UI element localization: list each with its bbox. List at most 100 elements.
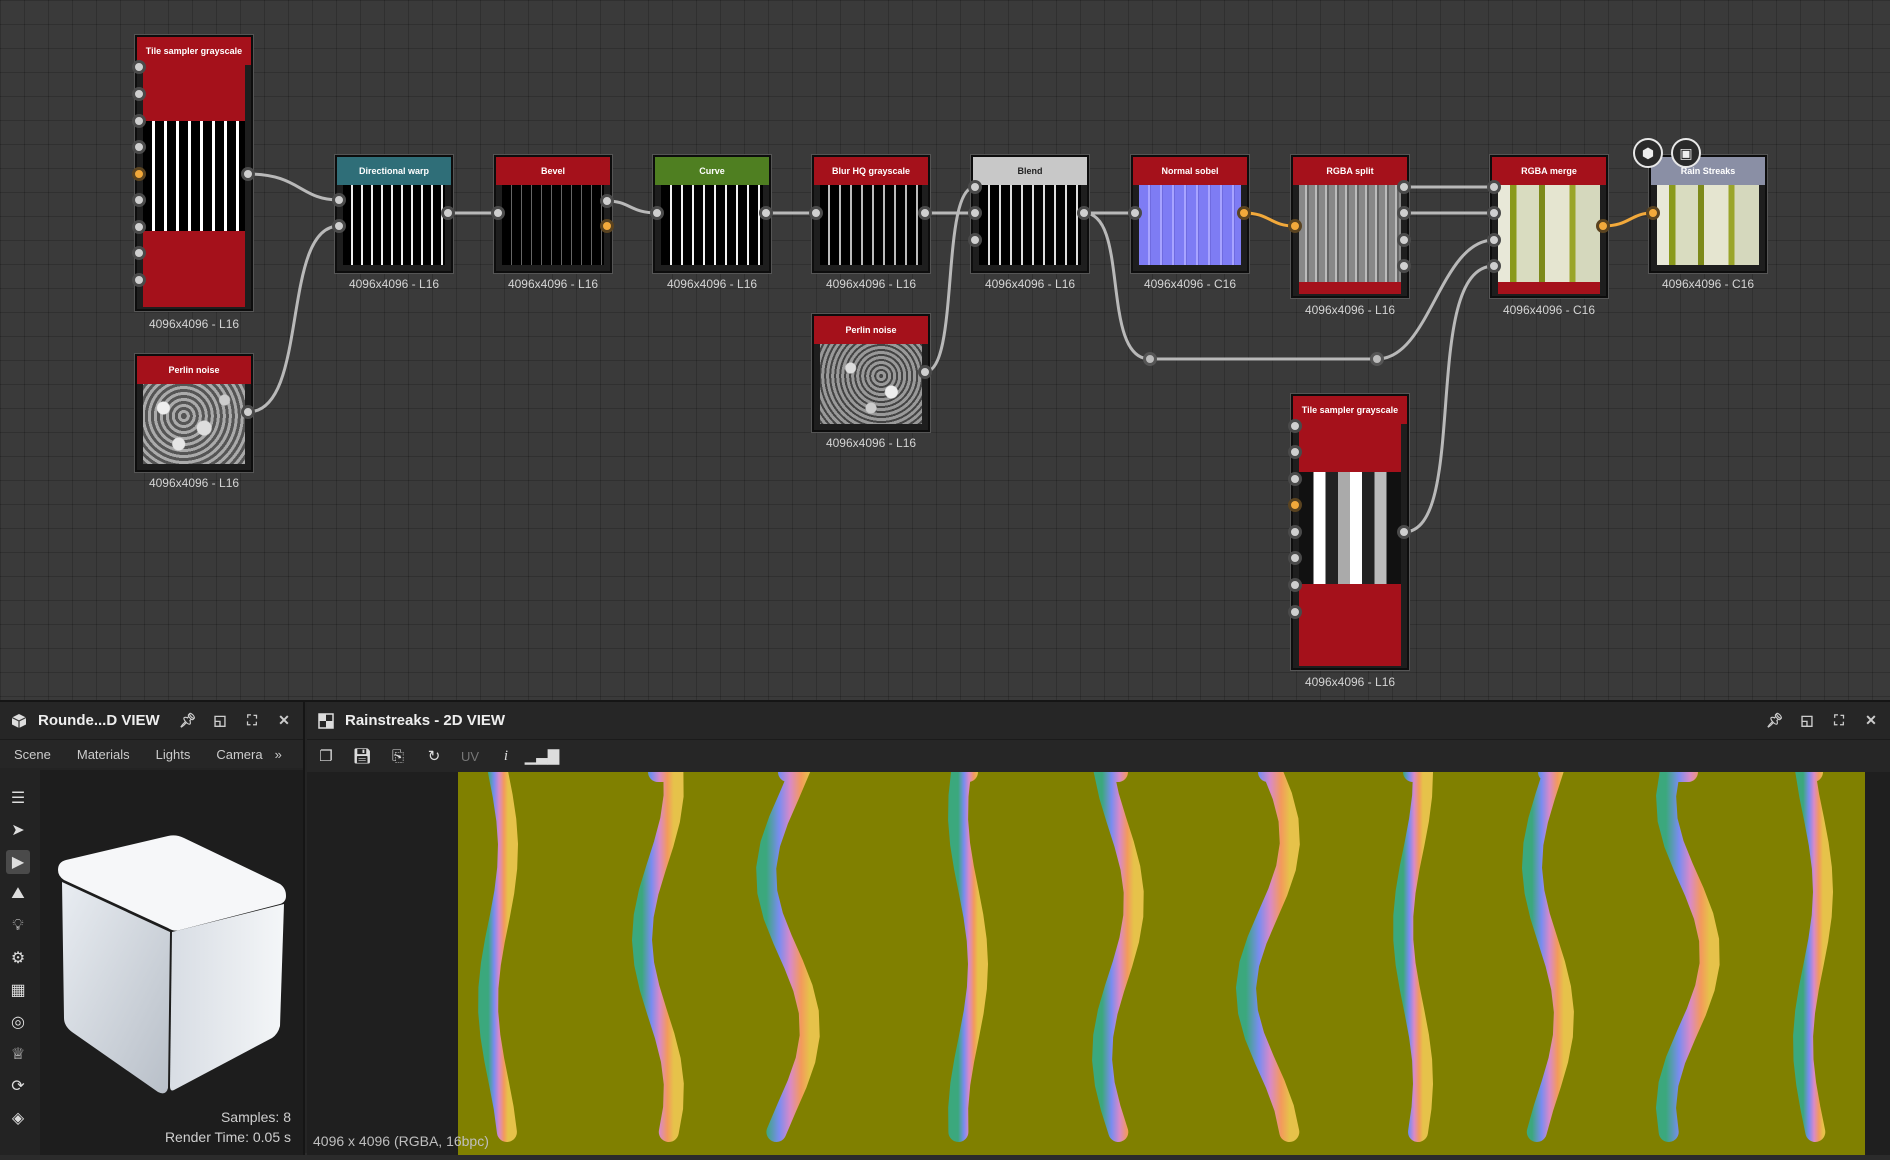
node-rgba-split[interactable]: RGBA split: [1291, 155, 1409, 298]
texture-icon[interactable]: ▦: [10, 982, 26, 999]
connector-port[interactable]: [132, 60, 146, 74]
connector-port[interactable]: [1288, 605, 1302, 619]
save-icon[interactable]: 💾︎: [352, 748, 372, 765]
connector-port[interactable]: [241, 405, 255, 419]
node-blur-hq-grayscale[interactable]: Blur HQ grayscale: [812, 155, 930, 273]
node-perlin-noise-1[interactable]: Perlin noise: [135, 354, 253, 472]
float-icon[interactable]: ◱: [213, 712, 227, 728]
connector-port[interactable]: [650, 206, 664, 220]
node-bevel[interactable]: Bevel: [494, 155, 612, 273]
connector-port[interactable]: [1128, 206, 1142, 220]
menu-scene[interactable]: Scene: [14, 746, 51, 762]
rain-streaks-texture: [458, 772, 1865, 1155]
menu-materials[interactable]: Materials: [76, 746, 130, 762]
pin-icon[interactable]: 📌︎: [1766, 712, 1784, 728]
float-icon[interactable]: ◱: [1800, 712, 1814, 728]
connector-port[interactable]: [1397, 525, 1411, 539]
environment-icon[interactable]: ⛰: [11, 885, 25, 902]
connector-port[interactable]: [132, 140, 146, 154]
connector-port[interactable]: [1646, 206, 1660, 220]
outliner-icon[interactable]: ☰: [10, 790, 26, 807]
maximize-icon[interactable]: ⛶: [1834, 712, 1844, 728]
connector-port[interactable]: [132, 87, 146, 101]
connector-port[interactable]: [1397, 259, 1411, 273]
material-icon[interactable]: ◎: [11, 1014, 25, 1031]
connector-port[interactable]: [132, 246, 146, 260]
connector-port[interactable]: [968, 180, 982, 194]
connector-port[interactable]: [759, 206, 773, 220]
connector-port[interactable]: [1288, 219, 1302, 233]
node-graph[interactable]: Tile sampler grayscale 4096x4096 - L16 P…: [0, 0, 1890, 700]
pin-icon[interactable]: 📌︎: [179, 712, 197, 728]
connector-port[interactable]: [1288, 498, 1302, 512]
menu-camera[interactable]: Camera: [216, 746, 263, 762]
maximize-icon[interactable]: ⛶: [247, 712, 257, 728]
node-perlin-noise-2[interactable]: Perlin noise: [812, 314, 930, 432]
connector-port[interactable]: [332, 219, 346, 233]
connector-port[interactable]: [968, 206, 982, 220]
settings-icon[interactable]: ⚙: [10, 950, 26, 967]
select-icon[interactable]: ➤: [11, 822, 25, 839]
connector-port[interactable]: [1397, 233, 1411, 247]
close-icon[interactable]: ✕: [278, 712, 290, 728]
connector-port[interactable]: [1288, 472, 1302, 486]
connector-port[interactable]: [1397, 180, 1411, 194]
connector-port[interactable]: [1288, 525, 1302, 539]
connector-port[interactable]: [132, 273, 146, 287]
node-rgba-merge[interactable]: RGBA merge: [1490, 155, 1608, 298]
3d-viewport[interactable]: Samples: 8 Render Time: 0.05 s: [40, 770, 303, 1155]
node-tile-sampler-2[interactable]: Tile sampler grayscale: [1291, 394, 1409, 670]
connector-port[interactable]: [1487, 233, 1501, 247]
2d-view-icon[interactable]: ▣: [1671, 138, 1701, 168]
copy-view-icon[interactable]: ❐: [319, 748, 333, 765]
connector-port[interactable]: [241, 167, 255, 181]
3d-view-icon[interactable]: ⬢: [1633, 138, 1663, 168]
connector-port[interactable]: [1397, 206, 1411, 220]
node-blend[interactable]: Blend: [971, 155, 1089, 273]
connector-port[interactable]: [600, 194, 614, 208]
connector-port[interactable]: [332, 193, 346, 207]
connector-port[interactable]: [918, 365, 932, 379]
node-tile-sampler-1[interactable]: Tile sampler grayscale: [135, 35, 253, 311]
connector-port[interactable]: [1288, 578, 1302, 592]
info-icon[interactable]: i: [503, 747, 509, 764]
rotate-icon[interactable]: ⟳: [11, 1078, 25, 1095]
2d-viewport[interactable]: 4096 x 4096 (RGBA, 16bpc): [307, 772, 1890, 1155]
menu-lights[interactable]: Lights: [155, 746, 191, 762]
clipboard-icon[interactable]: ⎘: [391, 747, 404, 765]
connector-port[interactable]: [968, 233, 982, 247]
connector-port[interactable]: [1487, 259, 1501, 273]
connector-port[interactable]: [1596, 219, 1610, 233]
light-icon[interactable]: 💡︎: [12, 917, 24, 934]
connector-port[interactable]: [132, 114, 146, 128]
connector-port[interactable]: [1487, 206, 1501, 220]
layers-icon[interactable]: ◈: [11, 1110, 25, 1127]
menu-overflow[interactable]: »: [274, 746, 282, 762]
connector-port[interactable]: [1077, 206, 1091, 220]
node-curve[interactable]: Curve: [653, 155, 771, 273]
histogram-icon[interactable]: ▁▃▇: [524, 748, 560, 765]
uv-dropdown[interactable]: UV: [460, 748, 480, 764]
connector-port[interactable]: [809, 206, 823, 220]
connector-port[interactable]: [491, 206, 505, 220]
camera-icon[interactable]: ▶: [6, 850, 30, 874]
connector-port[interactable]: [1288, 551, 1302, 565]
connector-port[interactable]: [600, 219, 614, 233]
refresh-view-icon[interactable]: ↻: [427, 748, 441, 765]
connector-port[interactable]: [1288, 445, 1302, 459]
connector-port[interactable]: [132, 193, 146, 207]
connector-port[interactable]: [1237, 206, 1251, 220]
connector-port[interactable]: [132, 220, 146, 234]
connector-port[interactable]: [1487, 180, 1501, 194]
connector-port[interactable]: [918, 206, 932, 220]
node-normal-sobel[interactable]: Normal sobel: [1131, 155, 1249, 273]
node-output-rain-streaks[interactable]: Rain Streaks: [1649, 155, 1767, 273]
connector-port[interactable]: [441, 206, 455, 220]
connector-port[interactable]: [1143, 352, 1157, 366]
node-directional-warp[interactable]: Directional warp: [335, 155, 453, 273]
close-icon[interactable]: ✕: [1865, 712, 1877, 728]
connector-port[interactable]: [132, 167, 146, 181]
connector-port[interactable]: [1288, 419, 1302, 433]
connector-port[interactable]: [1370, 352, 1384, 366]
stamp-icon[interactable]: ♕: [10, 1046, 26, 1063]
